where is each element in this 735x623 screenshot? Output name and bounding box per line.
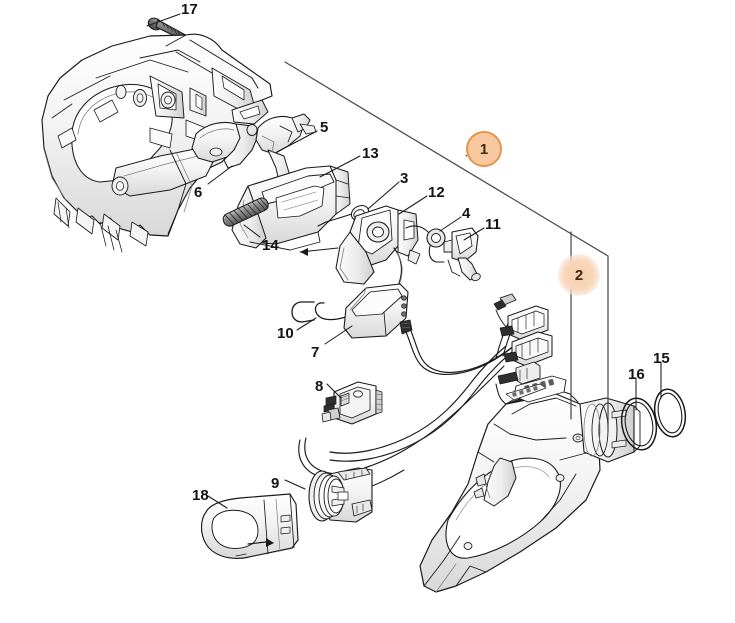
part-label-13: 13	[362, 145, 379, 162]
part-spring-clip-4	[405, 225, 446, 263]
part-label-5: 5	[320, 119, 329, 136]
part-connector-cap-18	[200, 493, 299, 559]
part-o-ring-15	[653, 388, 687, 438]
callout-1-label: 1	[479, 140, 489, 158]
part-label-15: 15	[653, 350, 670, 367]
part-label-3: 3	[400, 170, 409, 187]
part-label-4: 4	[462, 205, 471, 222]
part-contact-bracket-11	[443, 227, 481, 282]
part-control-module-7	[343, 283, 413, 339]
part-motor-housing	[419, 375, 641, 593]
part-label-14: 14	[262, 237, 279, 254]
part-throttle-trigger-6	[191, 121, 259, 169]
part-label-6: 6	[194, 184, 203, 201]
part-o-ring-16	[620, 397, 658, 451]
part-switch-8	[321, 381, 383, 425]
part-label-11: 11	[485, 216, 501, 233]
callout-1[interactable]: 1	[466, 131, 502, 167]
part-chain-brake-lever-12	[314, 205, 421, 321]
part-wire-hook-10	[291, 301, 315, 323]
part-label-12: 12	[428, 184, 445, 201]
part-label-18: 18	[192, 487, 209, 504]
part-handle-housing-shell-1	[41, 33, 273, 253]
part-label-9: 9	[271, 475, 280, 492]
callout-2[interactable]: 2	[558, 254, 600, 296]
part-label-10: 10	[277, 325, 294, 342]
part-label-16: 16	[628, 366, 645, 383]
part-compression-spring-14	[222, 197, 269, 227]
part-connector-socket-9	[308, 467, 405, 523]
part-label-8: 8	[315, 378, 324, 395]
callout-2-label: 2	[574, 266, 584, 284]
part-label-17: 17	[181, 1, 198, 18]
part-label-7: 7	[311, 344, 320, 361]
part-wire-harness-2	[298, 293, 553, 480]
leader-lines	[146, 13, 662, 509]
